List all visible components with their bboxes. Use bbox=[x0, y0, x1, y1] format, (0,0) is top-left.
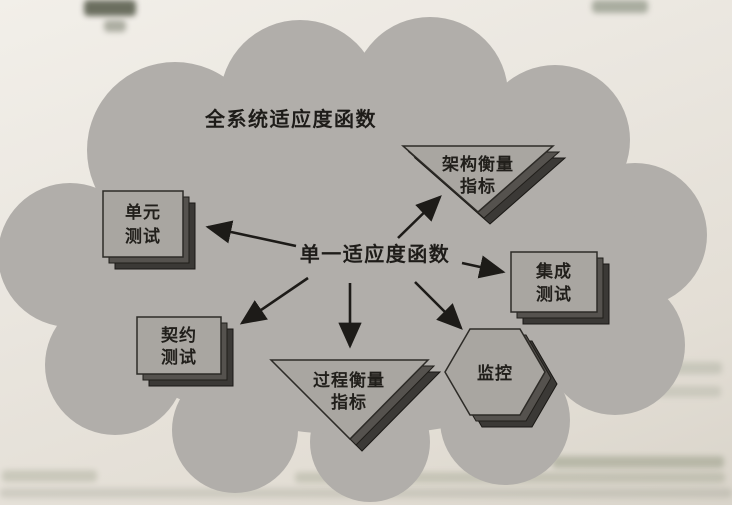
contract-tests-label-line2: 测试 bbox=[161, 347, 197, 367]
contract-tests-label-line1: 契约 bbox=[160, 325, 197, 345]
integration-tests-label-line2: 测试 bbox=[536, 284, 572, 304]
node-contract-tests: 契约 测试 bbox=[136, 316, 234, 387]
node-architecture-metrics: 架构衡量 指标 bbox=[401, 145, 567, 225]
architecture-metrics-shape bbox=[401, 145, 555, 213]
arrow-to-integration-tests bbox=[461, 255, 506, 279]
unit-tests-label-line1: 单元 bbox=[125, 202, 161, 222]
node-unit-tests: 单元 测试 bbox=[102, 190, 196, 270]
architecture-metrics-label-line2: 指标 bbox=[460, 176, 496, 196]
node-monitoring: 监控 bbox=[444, 328, 558, 428]
diagram-title: 全系统适应度函数 bbox=[204, 107, 377, 131]
node-integration-tests: 集成 测试 bbox=[510, 251, 610, 325]
arrow-to-architecture-metrics bbox=[397, 195, 442, 239]
arrow-group bbox=[205, 195, 506, 349]
arrow-to-monitoring bbox=[414, 281, 463, 330]
monitoring-shape bbox=[444, 328, 546, 416]
center-label: 单一适应度函数 bbox=[300, 242, 451, 266]
process-metrics-label-line1: 过程衡量 bbox=[313, 370, 385, 390]
integration-tests-label-line1: 集成 bbox=[535, 261, 572, 281]
arrow-to-unit-tests bbox=[205, 220, 297, 248]
node-process-metrics: 过程衡量 指标 bbox=[269, 359, 442, 452]
integration-tests-shape bbox=[510, 251, 598, 313]
arrow-to-contract-tests bbox=[239, 276, 309, 325]
architecture-metrics-label-line1: 架构衡量 bbox=[442, 154, 514, 174]
process-metrics-shape bbox=[269, 359, 430, 441]
contract-tests-shape bbox=[136, 316, 222, 375]
monitoring-label: 监控 bbox=[477, 363, 513, 383]
unit-tests-label-line2: 测试 bbox=[125, 226, 161, 246]
unit-tests-shape bbox=[102, 190, 184, 258]
process-metrics-label-line2: 指标 bbox=[331, 392, 367, 412]
